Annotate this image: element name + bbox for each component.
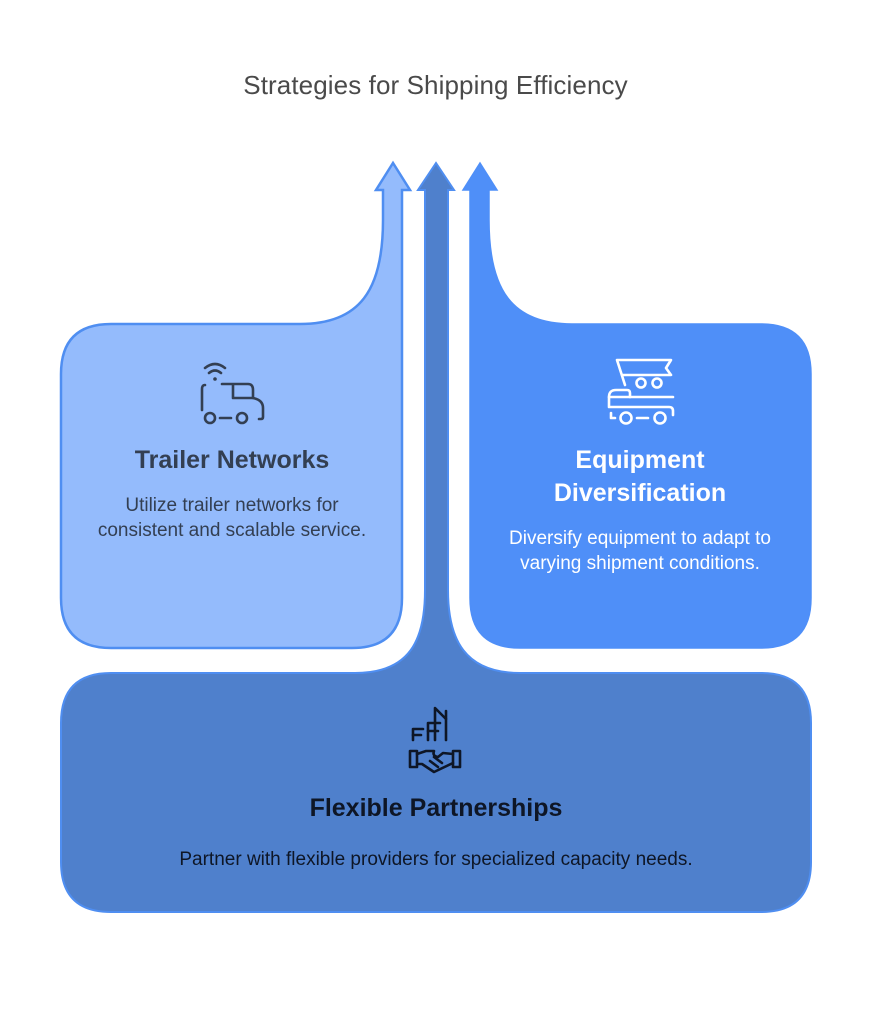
card-description: Diversify equipment to adapt to varying … — [509, 528, 771, 574]
card-description: Utilize trailer networks for consistent … — [97, 495, 367, 541]
card-title: Trailer Networks — [134, 446, 330, 474]
flag-truck-icon — [607, 358, 675, 425]
card-title: Flexible Partnerships — [309, 794, 563, 822]
flexible-partnerships-card: Flexible Partnerships Partner with flexi… — [80, 792, 792, 872]
card-description: Partner with flexible providers for spec… — [179, 849, 693, 870]
handshake-buildings-icon — [408, 706, 462, 774]
bottom-card-shape — [60, 161, 812, 913]
card-title: Equipment Diversification — [553, 446, 727, 507]
diagram-title: Strategies for Shipping Efficiency — [243, 70, 628, 100]
left-card-shape — [59, 160, 413, 650]
equipment-diversification-card: Equipment Diversification Diversify equi… — [489, 444, 791, 576]
wireless-truck-icon — [200, 362, 265, 425]
trailer-networks-card: Trailer Networks Utilize trailer network… — [80, 444, 384, 543]
right-card-shape — [461, 161, 812, 649]
